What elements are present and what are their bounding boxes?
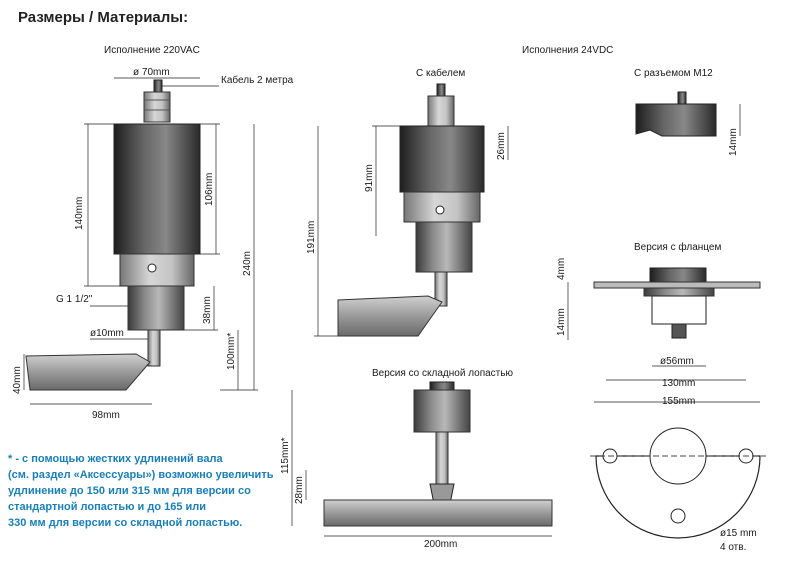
v220-housing xyxy=(113,123,201,255)
page-title: Размеры / Материалы: xyxy=(18,9,188,26)
folding-w200: 200mm xyxy=(424,539,457,550)
v220-h240: 240m xyxy=(242,251,253,276)
v220-h38: 38mm xyxy=(202,296,213,324)
v220-shaft: ø10mm xyxy=(90,328,124,339)
v220-paddle xyxy=(25,353,151,391)
v24-cable-title: С кабелем xyxy=(416,67,465,79)
v24-h91: 91mm xyxy=(364,164,375,192)
v220-h140: 140mm xyxy=(74,197,85,230)
v220-title: Исполнение 220VAC xyxy=(104,45,200,56)
folding-h115: 115mm* xyxy=(280,437,291,474)
flange-plate xyxy=(595,455,761,539)
flange-hole: ø15 mm xyxy=(720,528,757,539)
v220-dia-top: ø 70mm xyxy=(133,67,170,78)
v24-housing xyxy=(399,125,485,193)
folding-h28: 28mm xyxy=(294,476,305,504)
flange-w130: 130mm xyxy=(662,378,695,389)
footnote: * - с помощью жестких удлинений вала (см… xyxy=(8,453,274,529)
footnote-line-5: 330 мм для версии со складной лопастью. xyxy=(8,517,242,529)
flange-version: Версия с фланцем 4mm 14mm ø56mm 130mm 15… xyxy=(556,241,766,553)
flange-title: Версия с фланцем xyxy=(634,241,721,253)
v220-h40: 40mm xyxy=(12,366,23,394)
v24-m12-title: С разъемом M12 xyxy=(634,68,713,79)
v220-thread: G 1 1/2" xyxy=(56,294,93,305)
flange-holes: 4 отв. xyxy=(720,542,746,553)
v24-m12-sensor: С разъемом M12 14mm xyxy=(634,68,741,156)
v24-title: Исполнения 24VDC xyxy=(522,45,613,56)
folding-title: Версия со складной лопастью xyxy=(372,368,513,379)
flange-h4: 4mm xyxy=(556,258,567,280)
v220-w98: 98mm xyxy=(92,410,120,421)
footnote-line-3: удлинение до 150 или 315 мм для версии с… xyxy=(8,485,251,497)
v24-h26: 26mm xyxy=(496,132,507,160)
folding-paddle xyxy=(323,499,553,527)
v24-h191: 191mm xyxy=(306,221,317,254)
v220-sensor: Исполнение 220VAC ø 70mm Кабель 2 метра … xyxy=(12,45,294,421)
footnote-line-4: стандартной лопастью и до 165 или xyxy=(8,501,206,513)
folding-version: Версия со складной лопастью 115mm* 28mm … xyxy=(280,368,553,550)
v220-cable-label: Кабель 2 метра xyxy=(221,74,294,86)
footnote-line-2: (см. раздел «Аксессуары») возможно увели… xyxy=(8,469,274,481)
v220-h106: 106mm xyxy=(204,173,215,206)
v24-cable-sensor: Исполнения 24VDC С кабелем 26mm 91mm 191… xyxy=(306,45,613,337)
v24-paddle xyxy=(337,295,443,337)
v220-h100: 100mm* xyxy=(226,333,237,370)
flange-d56: ø56mm xyxy=(660,356,694,367)
flange-h14: 14mm xyxy=(556,308,567,336)
flange-w155: 155mm xyxy=(662,396,695,407)
footnote-line-1: * - с помощью жестких удлинений вала xyxy=(8,453,224,465)
v24-m12-h14: 14mm xyxy=(728,128,739,156)
